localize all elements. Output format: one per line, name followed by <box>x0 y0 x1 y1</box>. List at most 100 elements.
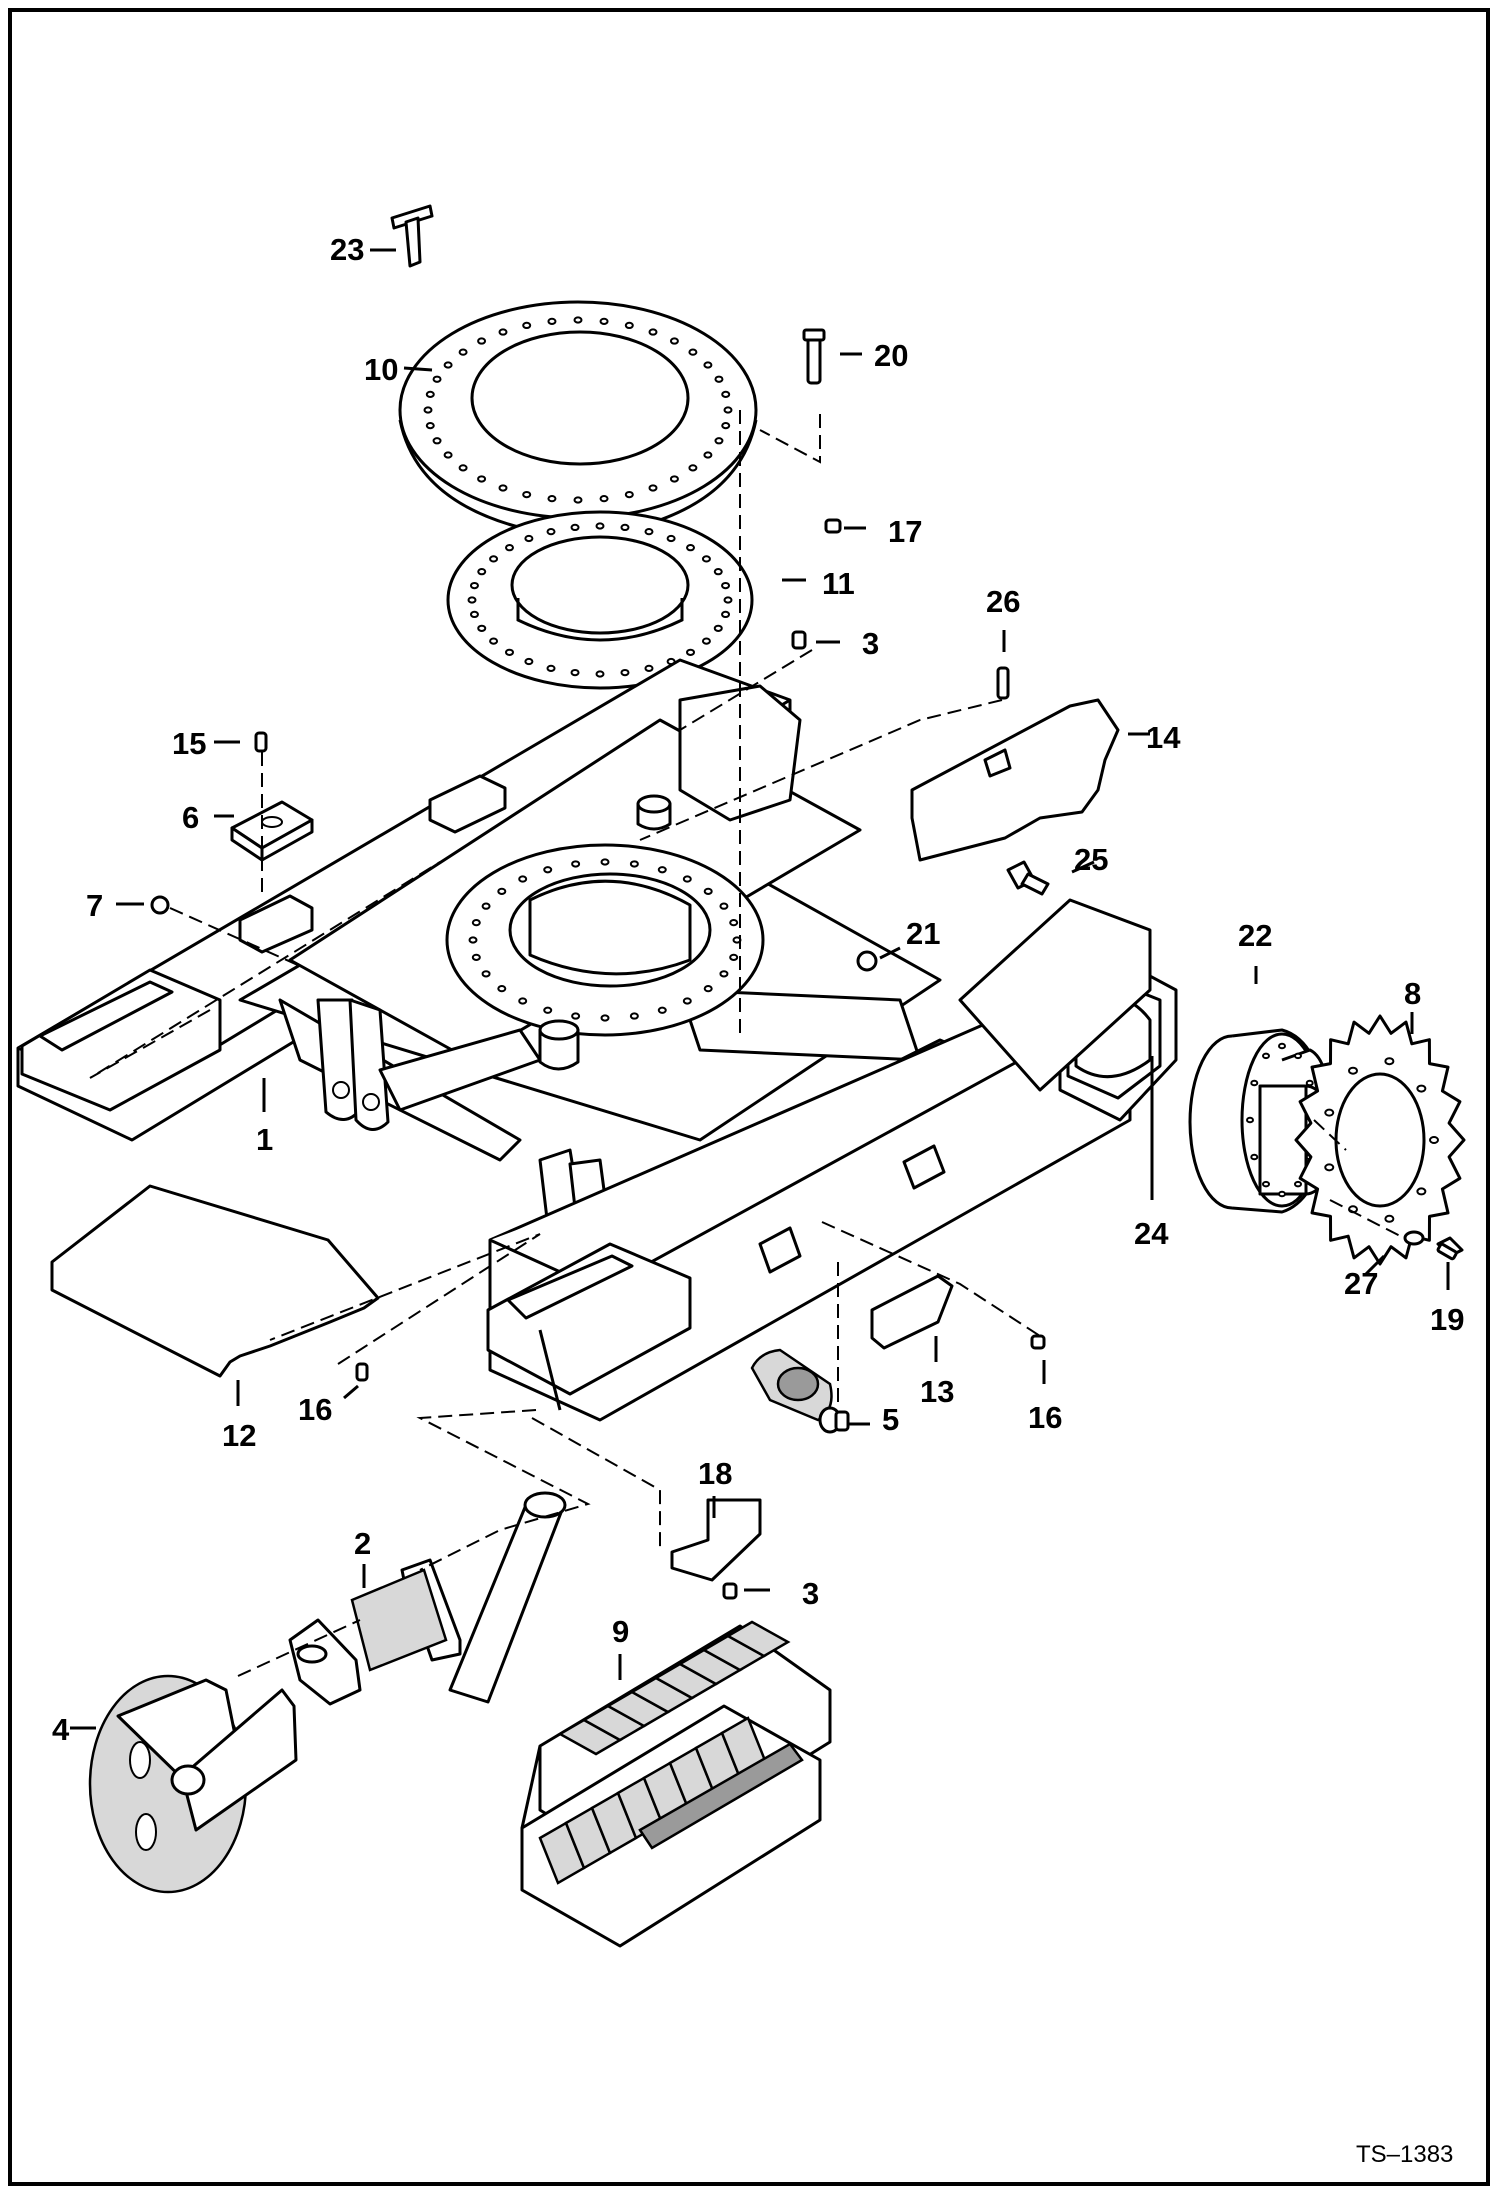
turret-bolt-hole <box>629 860 639 868</box>
plate-bolt-hole <box>620 668 630 677</box>
turret-bolt-hole <box>471 919 481 927</box>
turret-bolt-hole <box>518 997 528 1005</box>
plate-bolt-hole <box>644 664 654 672</box>
plate-bolt-hole <box>686 648 696 656</box>
bearing-bolt-hole <box>522 490 532 499</box>
plate-bolt-hole <box>489 555 499 563</box>
callout-19: 19 <box>1430 1302 1464 1337</box>
bearing-bolt-hole <box>573 316 583 324</box>
callout-18: 18 <box>698 1456 732 1491</box>
turret-bolt-hole <box>600 858 610 866</box>
part-long-bolt <box>802 328 826 385</box>
part-track-adjuster <box>288 1491 567 1706</box>
part-swing-bearing <box>398 300 758 540</box>
motor-bolt <box>1262 1052 1270 1060</box>
plate-bolt-hole <box>524 534 534 543</box>
bearing-bolt-hole <box>425 422 435 430</box>
bearing-bolt-hole <box>443 451 453 459</box>
motor-bolt <box>1250 1153 1259 1161</box>
bearing-bolt-hole <box>599 495 609 503</box>
plate-bolt-hole <box>504 544 514 552</box>
callout-6: 6 <box>182 800 199 835</box>
turret-bolt-hole <box>629 1012 639 1020</box>
callout-24: 24 <box>1134 1216 1169 1251</box>
part-sprocket-bolt <box>1436 1236 1464 1261</box>
part-small-bolt-lower <box>722 1582 738 1600</box>
bearing-bolt-hole <box>703 451 713 459</box>
turret-bolt-hole <box>729 919 739 927</box>
plate-bolt-hole <box>546 528 556 536</box>
bearing-bolt-hole <box>624 321 634 330</box>
turret-bolt-hole <box>729 953 739 961</box>
bearing-bolt-hole <box>714 437 724 445</box>
part-t-handle <box>390 204 434 268</box>
plate-bolt-hole <box>701 555 711 563</box>
turret-bolt-hole <box>719 902 729 910</box>
callout-13: 13 <box>920 1374 954 1409</box>
callout-11: 11 <box>822 566 855 601</box>
turret-bolt-hole <box>571 860 581 868</box>
part-undercarriage-frame <box>16 658 1178 1422</box>
plate-bolt-hole <box>467 596 477 604</box>
plate-bolt-hole <box>469 610 479 619</box>
bearing-bolt-hole <box>458 348 468 356</box>
part-drive-sprocket <box>1294 1014 1466 1266</box>
figure-reference: TS–1383 <box>1356 2141 1453 2168</box>
plate-bolt-hole <box>570 523 580 532</box>
bearing-bolt-hole <box>477 337 487 345</box>
callout-17: 17 <box>888 514 922 549</box>
motor-bolt <box>1294 1180 1302 1188</box>
sprocket-bolt-hole <box>1416 1084 1427 1093</box>
motor-bolt <box>1278 1190 1286 1198</box>
turret-bolt-hole <box>657 866 667 874</box>
turret-bolt-hole <box>497 887 507 895</box>
bearing-bolt-hole <box>477 475 487 483</box>
callout-4: 4 <box>52 1712 70 1747</box>
plate-bolt-hole <box>595 522 605 530</box>
sprocket-bolt-hole <box>1429 1136 1439 1144</box>
plate-bolt-hole <box>644 528 654 536</box>
plate-bolt-hole <box>620 523 630 532</box>
plate-bolt-hole <box>721 610 731 619</box>
bearing-bolt-hole <box>498 328 508 336</box>
plate-bolt-hole <box>721 581 731 590</box>
sprocket-bolt-hole <box>1416 1187 1427 1196</box>
turret-bolt-hole <box>481 902 491 910</box>
bearing-bolt-hole <box>432 437 442 445</box>
callout-15: 15 <box>172 726 206 761</box>
callout-21: 21 <box>906 916 940 951</box>
bearing-bolt-hole <box>703 361 713 369</box>
sprocket-bolt-hole <box>1384 1057 1395 1066</box>
bearing-bolt-hole <box>423 406 433 414</box>
callout-3-upper: 3 <box>862 626 879 661</box>
part-nut-7 <box>150 895 170 915</box>
plate-bolt-hole <box>686 544 696 552</box>
bearing-bolt-hole <box>573 496 583 504</box>
part-bolt-16-left <box>355 1362 369 1382</box>
turret-bolt-hole <box>682 997 692 1005</box>
turret-bolt-hole <box>471 953 481 961</box>
callout-9: 9 <box>612 1614 629 1649</box>
sprocket-bolt-hole <box>1348 1066 1358 1075</box>
plate-bolt-hole <box>666 534 676 543</box>
part-nut-21 <box>856 950 878 972</box>
turret-bolt-hole <box>481 970 491 978</box>
part-washer <box>1403 1230 1425 1246</box>
plate-bolt-hole <box>504 648 514 656</box>
bearing-bolt-hole <box>425 390 435 398</box>
part-bottom-guard <box>50 1184 380 1378</box>
plate-bolt-hole <box>524 657 534 666</box>
callout-1: 1 <box>256 1122 273 1157</box>
plate-bolt-hole <box>713 568 723 576</box>
turret-bolt-hole <box>600 1014 610 1022</box>
callout-7: 7 <box>86 888 103 923</box>
part-nut <box>824 518 842 534</box>
motor-bolt <box>1294 1052 1302 1060</box>
bearing-bolt-hole <box>721 390 731 398</box>
callout-20: 20 <box>874 338 908 373</box>
callout-22: 22 <box>1238 918 1272 953</box>
plate-bolt-hole <box>469 581 479 590</box>
callout-3-lower: 3 <box>802 1576 819 1611</box>
callout-25: 25 <box>1074 842 1108 877</box>
